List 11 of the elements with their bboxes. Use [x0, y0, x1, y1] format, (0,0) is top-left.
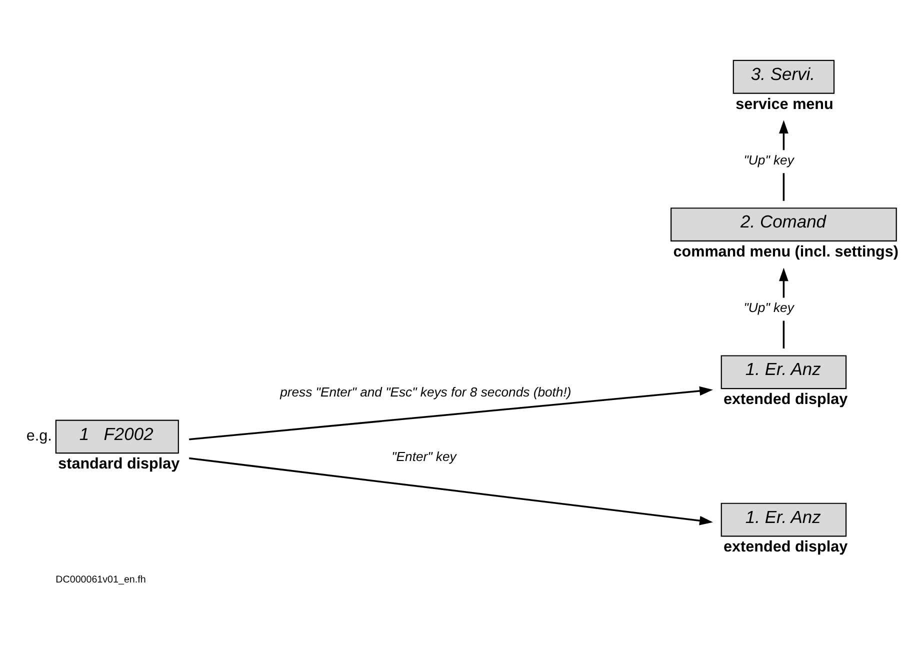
node-label: extended display — [724, 391, 848, 408]
edge-label: "Enter" key — [392, 448, 456, 464]
node-label: standard display — [58, 456, 180, 473]
node-label: extended display — [724, 538, 848, 556]
node-label: service menu — [736, 96, 834, 113]
label: DC000061v01_en.fh — [56, 574, 146, 586]
node-label: command menu (incl. settings) — [673, 243, 898, 260]
edge-label: "Up" key — [744, 300, 794, 316]
node-label: e.g. — [26, 428, 52, 445]
edge-label: "Up" key — [744, 152, 794, 168]
edge-label: press "Enter" and "Esc" keys for 8 seconds (both!) — [280, 384, 572, 400]
